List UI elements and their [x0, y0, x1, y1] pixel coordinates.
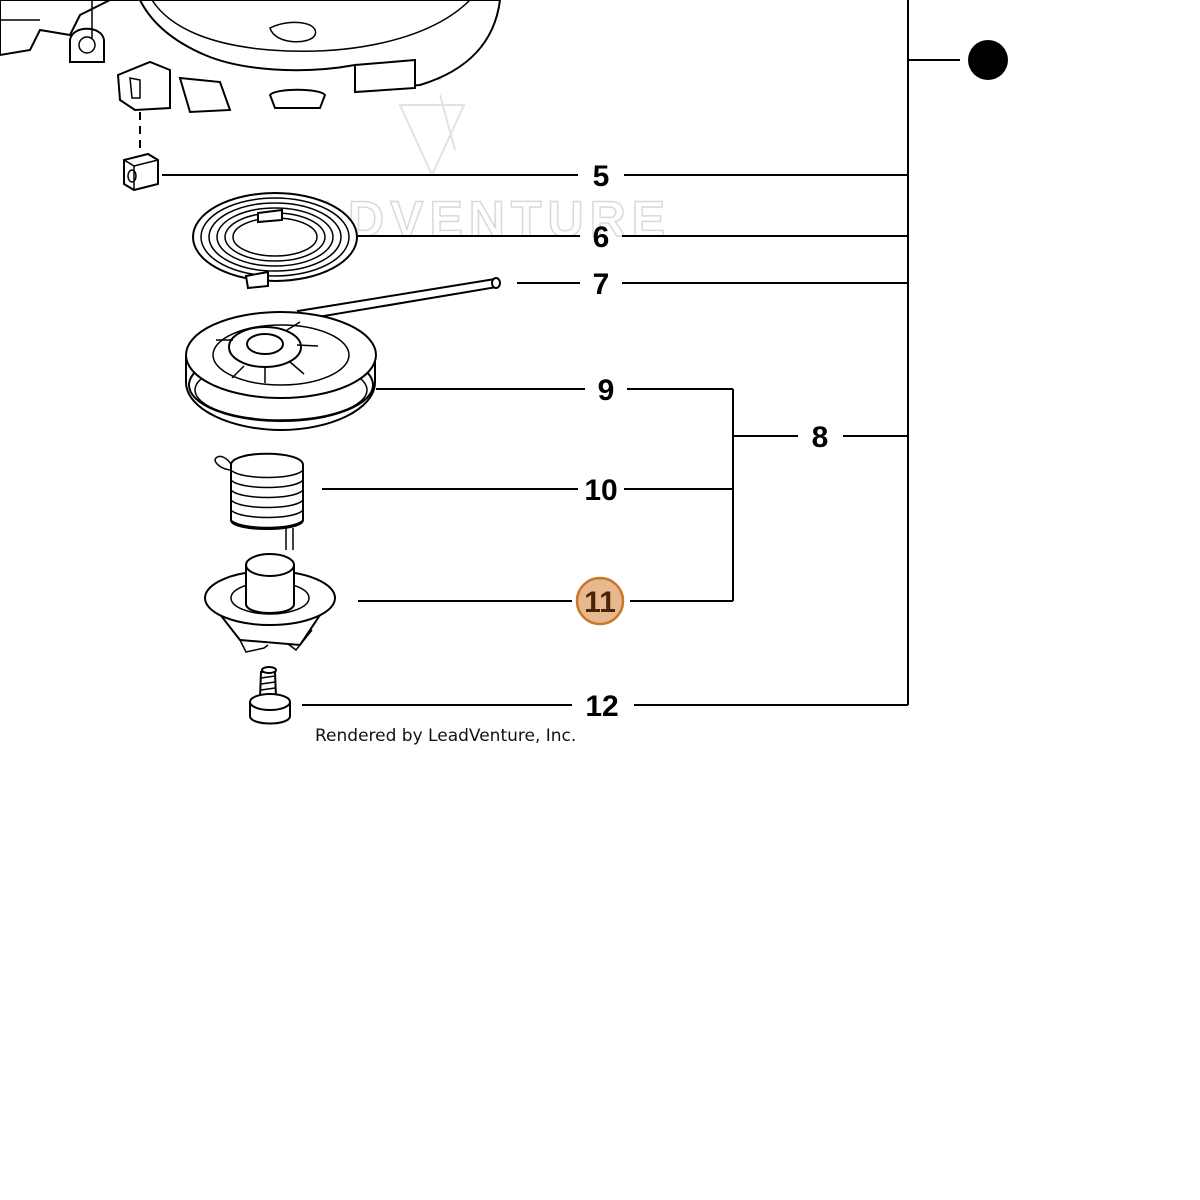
callout-10-label[interactable]: 10 — [584, 474, 617, 507]
callout-11-highlight — [575, 576, 625, 626]
part-10-pawl-spring — [214, 452, 304, 550]
starter-housing — [0, 0, 502, 114]
callout-1-label: 1 — [980, 45, 997, 78]
leader-lines — [162, 0, 960, 706]
callout-7-label[interactable]: 7 — [593, 268, 610, 301]
callout-5-label[interactable]: 5 — [593, 160, 610, 193]
callout-1[interactable]: 1 — [968, 40, 1008, 80]
callout-11-label: 11 — [584, 586, 616, 619]
part-11-ratchet — [204, 553, 336, 653]
part-6-recoil-spring — [192, 192, 358, 290]
callout-9-label[interactable]: 9 — [598, 374, 615, 407]
callout-12-label[interactable]: 12 — [585, 690, 618, 723]
callout-11[interactable]: 11 — [575, 576, 625, 626]
part-12-screw — [249, 666, 291, 725]
render-credit: Rendered by LeadVenture, Inc. — [315, 726, 576, 746]
part-7-rope — [296, 277, 501, 322]
part-9-pulley — [185, 311, 377, 432]
callout-1-badge — [968, 40, 1008, 80]
callout-6-label[interactable]: 6 — [593, 221, 610, 254]
part-5-nut — [123, 152, 159, 192]
callout-8-label[interactable]: 8 — [812, 421, 829, 454]
